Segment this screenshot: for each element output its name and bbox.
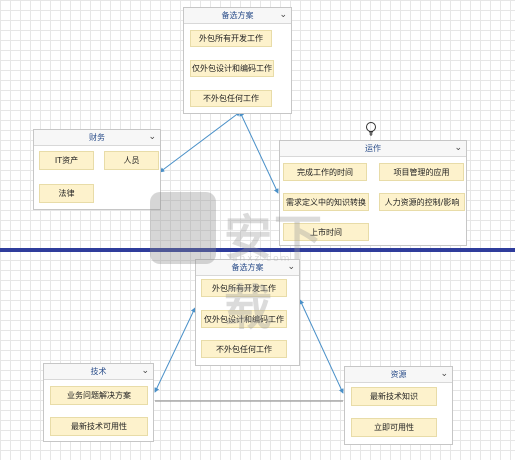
top-alternatives-box[interactable]: 备选方案 ⌄ 外包所有开发工作 仅外包设计和编码工作 不外包任何工作 [183, 7, 292, 114]
resources-header: 资源 ⌄ [345, 367, 452, 383]
finance-item-legal[interactable]: 法律 [39, 184, 94, 203]
chevron-down-icon[interactable]: ⌄ [141, 366, 149, 376]
finance-header: 财务 ⌄ [34, 130, 160, 146]
operations-box[interactable]: 运作 ⌄ 完成工作的时间 项目管理的应用 需求定义中的知识转换 人力资源的控制/… [279, 140, 467, 246]
lightbulb-icon [366, 122, 376, 136]
top-alt-item-3[interactable]: 不外包任何工作 [190, 90, 272, 107]
technology-item-availability[interactable]: 最新技术可用性 [50, 417, 148, 436]
finance-item-personnel[interactable]: 人员 [104, 151, 159, 170]
resources-title: 资源 [390, 370, 407, 379]
bottom-alt-item-2[interactable]: 仅外包设计和编码工作 [201, 310, 287, 328]
finance-box[interactable]: 财务 ⌄ IT资产 人员 法律 [33, 129, 161, 210]
operations-item-market[interactable]: 上市时间 [283, 223, 369, 241]
divider-band [0, 248, 515, 252]
operations-header: 运作 ⌄ [280, 141, 466, 157]
resources-item-availability[interactable]: 立即可用性 [351, 418, 437, 437]
operations-item-time[interactable]: 完成工作的时间 [283, 163, 367, 181]
operations-title: 运作 [365, 144, 381, 153]
technology-box[interactable]: 技术 ⌄ 业务问题解决方案 最新技术可用性 [43, 363, 154, 442]
resources-box[interactable]: 资源 ⌄ 最新技术知识 立即可用性 [344, 366, 453, 445]
top-alt-item-1[interactable]: 外包所有开发工作 [190, 30, 272, 47]
bottom-alternatives-header: 备选方案 ⌄ [196, 260, 299, 276]
chevron-down-icon[interactable]: ⌄ [454, 143, 462, 153]
operations-item-knowledge[interactable]: 需求定义中的知识转换 [283, 193, 369, 211]
bottom-alternatives-title: 备选方案 [231, 263, 264, 272]
chevron-down-icon[interactable]: ⌄ [440, 369, 448, 379]
chevron-down-icon[interactable]: ⌄ [279, 10, 287, 20]
bottom-alt-item-1[interactable]: 外包所有开发工作 [201, 279, 287, 297]
operations-item-hr[interactable]: 人力资源的控制/影响 [379, 193, 465, 211]
chevron-down-icon[interactable]: ⌄ [287, 262, 295, 272]
connector-bottom-resources [299, 299, 344, 394]
bottom-alt-item-3[interactable]: 不外包任何工作 [201, 340, 287, 358]
finance-item-it-assets[interactable]: IT资产 [39, 151, 94, 170]
connector-top-operations [239, 111, 279, 194]
bottom-alternatives-box[interactable]: 备选方案 ⌄ 外包所有开发工作 仅外包设计和编码工作 不外包任何工作 [195, 259, 300, 366]
technology-title: 技术 [90, 367, 107, 376]
finance-title: 财务 [89, 133, 105, 142]
technology-header: 技术 ⌄ [44, 364, 153, 380]
resources-item-knowledge[interactable]: 最新技术知识 [351, 387, 437, 406]
top-alt-item-2[interactable]: 仅外包设计和编码工作 [190, 60, 274, 77]
chevron-down-icon[interactable]: ⌄ [148, 132, 156, 142]
connector-bottom-technology [154, 307, 196, 393]
connector-top-finance [159, 111, 241, 173]
top-alternatives-title: 备选方案 [221, 11, 254, 20]
top-alternatives-header: 备选方案 ⌄ [184, 8, 291, 24]
technology-item-solution[interactable]: 业务问题解决方案 [50, 386, 148, 405]
operations-item-pm[interactable]: 项目管理的应用 [379, 163, 464, 181]
